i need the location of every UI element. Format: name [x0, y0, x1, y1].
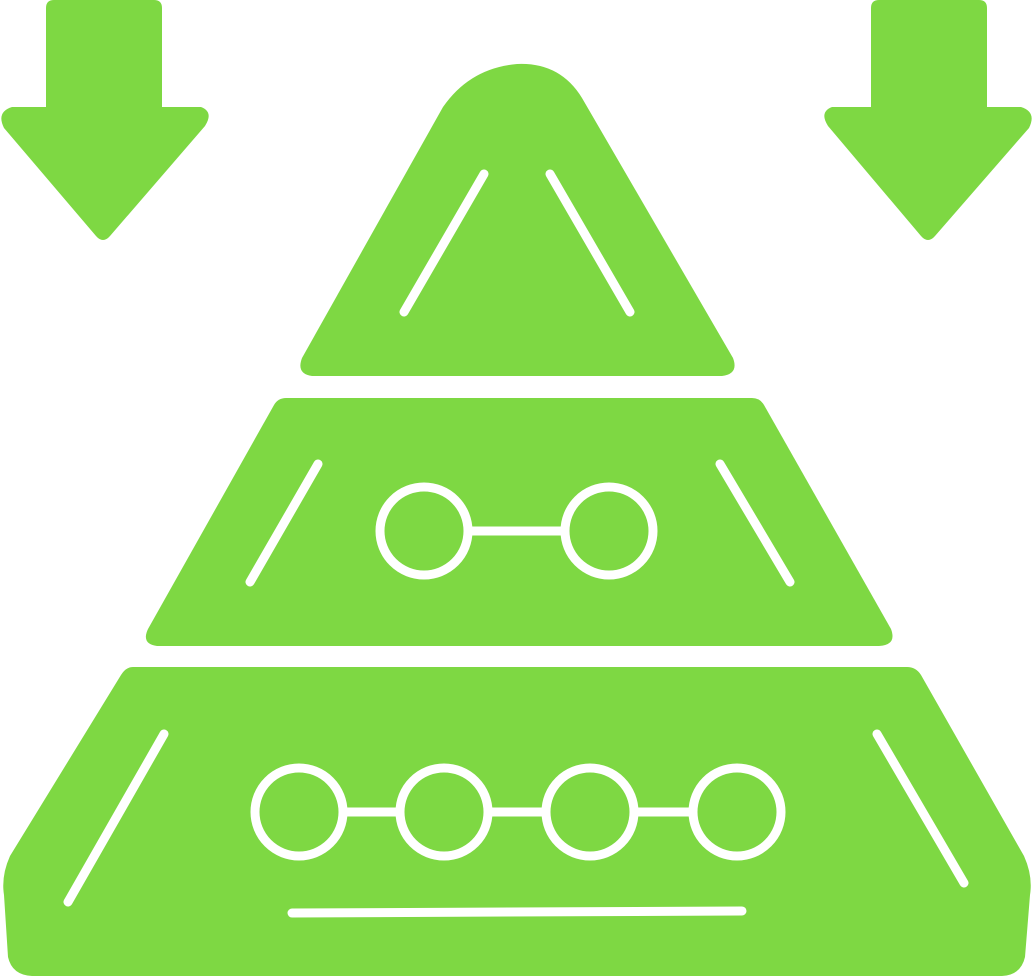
bottom-tier-line-right [872, 729, 969, 888]
top-tier-lines [399, 169, 635, 317]
bottom-tier-line-left [63, 729, 169, 907]
bottom-tier-details [63, 729, 969, 918]
middle-tier-line-left [245, 459, 323, 587]
down-arrow-left-icon [1, 0, 209, 240]
middle-tier-details [245, 459, 795, 587]
pyramid-tier-top [300, 63, 735, 376]
middle-tier-line-right [715, 459, 795, 587]
bottom-base-line [287, 906, 747, 918]
top-tier-line-left [399, 169, 489, 317]
top-tier-line-right [545, 169, 635, 317]
pyramid-tier-middle [145, 398, 893, 646]
down-arrow-right-icon [824, 0, 1032, 240]
pyramid-tier-bottom [3, 667, 1031, 976]
